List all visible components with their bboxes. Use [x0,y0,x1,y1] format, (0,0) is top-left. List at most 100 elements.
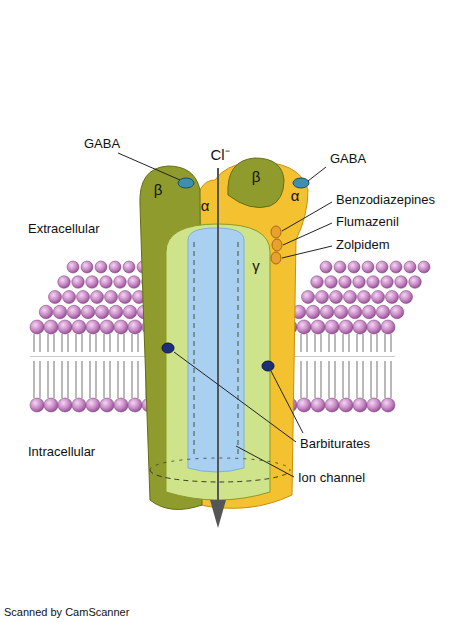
lipid-tail [390,334,391,352]
lipid-head [418,261,430,273]
lipid-tail [314,361,315,398]
lipid-head [376,261,388,273]
lipid-head [58,398,72,412]
lipid-head [109,305,123,319]
lipid-tail [342,334,343,352]
lipid-tail [342,361,343,398]
bilayer-midline [283,356,395,357]
lipid-head [390,305,404,319]
chloride-flow-arrow [217,168,219,505]
lipid-head [390,261,402,273]
flumazenil-site [272,239,282,251]
lipid-head [49,291,62,304]
lipid-head [400,291,413,304]
lipid-head [367,398,381,412]
lipid-head [53,305,67,319]
lipid-head [376,305,390,319]
lipid-head [128,320,142,334]
lipid-tail [89,334,90,352]
gaba-binding-site [178,178,194,188]
lipid-head [72,320,86,334]
drug-label: Benzodiazepines [336,193,435,208]
region-label: Intracellular [28,445,95,460]
lipid-head [91,291,104,304]
lipid-head [114,398,128,412]
lipid-head [67,261,79,273]
lipid-tail [67,361,68,398]
lipid-head [316,291,329,304]
lipid-tail [39,361,40,398]
lipid-tail [81,334,82,352]
structure-label: Ion channel [298,471,365,486]
lipid-head [353,398,367,412]
lipid-head [362,305,376,319]
lipid-tail [67,334,68,352]
beta-subunit-shape [228,158,284,208]
lipid-head [109,261,121,273]
lipid-head [100,398,114,412]
lipid-head [348,261,360,273]
lipid-head [381,276,394,289]
lipid-head [367,320,381,334]
lipid-head [114,276,127,289]
lipid-tail [109,334,110,352]
lipid-tail [362,334,363,352]
lipid-tail [123,334,124,352]
lipid-head [325,320,339,334]
leader-line [308,167,326,181]
lipid-head [409,276,422,289]
lipid-tail [384,361,385,398]
subunit-label: α [291,187,300,204]
lipid-head [306,305,320,319]
lipid-head [344,291,357,304]
lipid-head [86,320,100,334]
lipid-tail [61,334,62,352]
lipid-tail [95,334,96,352]
lipid-head [58,276,71,289]
lipid-tail [370,361,371,398]
lipid-head [119,291,132,304]
lipid-head [123,305,137,319]
lipid-head [77,291,90,304]
lipid-head [362,261,374,273]
lipid-head [395,276,408,289]
lipid-tail [137,334,138,352]
lipid-head [67,305,81,319]
lipid-head [311,276,324,289]
lipid-head [339,320,353,334]
lipid-head [44,398,58,412]
lipid-head [72,398,86,412]
lipid-head [63,291,76,304]
lipid-head [128,276,141,289]
lipid-head [325,276,338,289]
lipid-head [339,276,352,289]
lipid-head [348,305,362,319]
lipid-head [123,261,135,273]
lipid-head [367,276,380,289]
lipid-head [114,320,128,334]
lipid-head [30,398,44,412]
lipid-tail [75,361,76,398]
lipid-tail [103,361,104,398]
lipid-head [404,261,416,273]
lipid-tail [356,334,357,352]
leader-line [174,352,296,442]
benzodiazepine-site [271,226,281,238]
lipid-head [320,305,334,319]
lipid-tail [117,334,118,352]
lipid-tail [39,334,40,352]
drug-label: Zolpidem [336,238,389,253]
lipid-tail [300,361,301,398]
barbiturate-site [162,343,174,353]
lipid-tail [334,334,335,352]
membrane-block [283,261,430,412]
lipid-head [72,276,85,289]
lipid-head [330,291,343,304]
pore-wall-line [194,242,195,455]
lipid-head [81,261,93,273]
lipid-head [86,398,100,412]
lipid-head [105,291,118,304]
lipid-head [86,276,99,289]
lipid-head [58,320,72,334]
zolpidem-site [271,252,281,264]
